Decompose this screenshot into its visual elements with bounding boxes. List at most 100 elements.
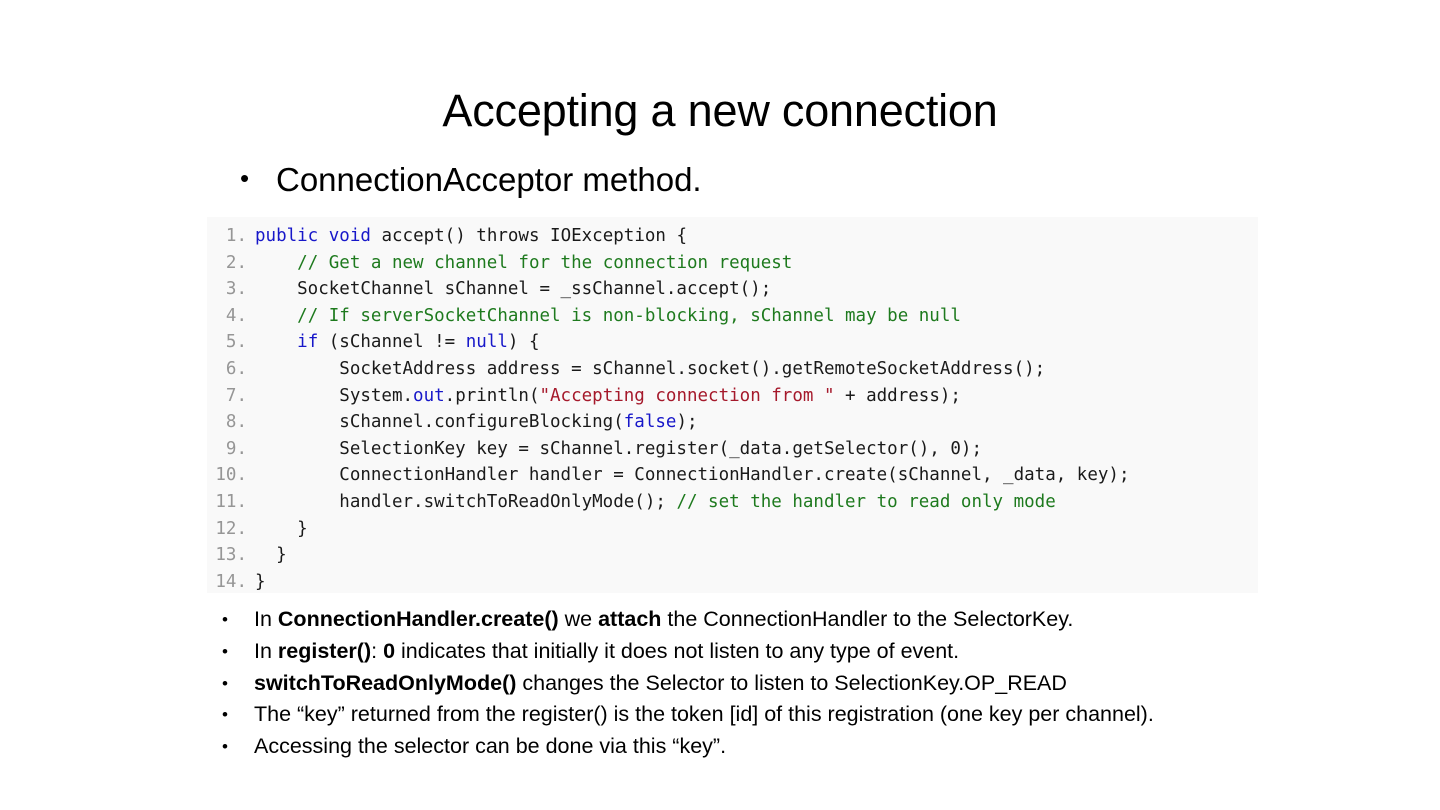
bullet-marker-icon: • xyxy=(222,673,228,693)
notes-list: • In ConnectionHandler.create() we attach… xyxy=(222,604,1232,763)
code-line-number: 12. xyxy=(215,518,247,539)
code-line-text: SocketAddress address = sChannel.socket(… xyxy=(255,356,1258,383)
lead-bullet-label: ConnectionAcceptor method. xyxy=(276,161,702,198)
code-token xyxy=(318,226,329,246)
code-line: 14.} xyxy=(207,569,1258,593)
code-token: // If serverSocketChannel is non-blockin… xyxy=(297,305,961,326)
bullet-marker-icon: • xyxy=(222,641,228,661)
code-token: SocketChannel sChannel = _ssChannel.acce… xyxy=(255,279,772,300)
code-line: 13. } xyxy=(207,542,1258,569)
list-item-label: switchToReadOnlyMode() changes the Selec… xyxy=(254,668,1232,700)
list-item-label: The “key” returned from the register() i… xyxy=(254,699,1232,731)
code-line-number: 3. xyxy=(225,279,247,300)
code-line-number: 14. xyxy=(215,571,247,592)
code-token: } xyxy=(255,545,287,566)
bullet-marker-icon: • xyxy=(222,737,228,757)
emphasis-text: ConnectionHandler.create() xyxy=(277,607,559,631)
emphasis-text: 0 xyxy=(383,638,396,663)
code-line-number: 2. xyxy=(225,252,247,273)
code-token: "Accepting connection from " xyxy=(539,385,835,406)
code-line-text: handler.switchToReadOnlyMode(); // set t… xyxy=(255,489,1258,516)
plain-text: we xyxy=(558,607,599,631)
code-line-number: 7. xyxy=(225,385,247,406)
code-line-text: sChannel.configureBlocking(false); xyxy=(255,409,1258,436)
code-token: .println( xyxy=(444,385,540,406)
list-item: • In register(): 0 indicates that initial… xyxy=(222,636,1232,668)
code-line: 9. SelectionKey key = sChannel.register(… xyxy=(207,436,1258,463)
code-token: accept() throws IOException { xyxy=(370,226,687,246)
code-line-text: // Get a new channel for the connection … xyxy=(255,250,1258,277)
list-item: • Accessing the selector can be done via … xyxy=(222,731,1232,763)
plain-text: The “key” returned from the register() i… xyxy=(254,702,1154,727)
code-token: handler.switchToReadOnlyMode(); xyxy=(255,491,677,512)
code-line-number: 9. xyxy=(225,438,247,459)
code-token: void xyxy=(328,226,371,246)
code-token: ConnectionHandler handler = ConnectionHa… xyxy=(255,465,1130,486)
code-line-number: 8. xyxy=(225,412,247,433)
code-line-number: 5. xyxy=(225,332,247,353)
code-line-text: // If serverSocketChannel is non-blockin… xyxy=(255,303,1258,330)
code-token: SocketAddress address = sChannel.socket(… xyxy=(255,358,1046,379)
code-line: 8. sChannel.configureBlocking(false); xyxy=(207,409,1258,436)
code-line: 10. ConnectionHandler handler = Connecti… xyxy=(207,462,1258,489)
code-token: public xyxy=(255,226,319,246)
code-line-text: } xyxy=(255,542,1258,569)
code-line-number: 10. xyxy=(215,465,247,486)
code-token: out xyxy=(413,385,445,406)
code-token xyxy=(255,332,297,352)
code-line: 1. public void accept() throws IOExceptio… xyxy=(207,223,1258,250)
code-line-text: SocketChannel sChannel = _ssChannel.acce… xyxy=(255,276,1258,303)
plain-text: In xyxy=(254,607,278,631)
code-block: 1. public void accept() throws IOExceptio… xyxy=(207,217,1258,593)
plain-text: : xyxy=(371,638,384,663)
code-line-number: 1. xyxy=(225,226,247,246)
code-line-text: if (sChannel != null) { xyxy=(255,329,1258,356)
code-token: sChannel.configureBlocking( xyxy=(255,412,624,433)
code-token: SelectionKey key = sChannel.register(_da… xyxy=(255,438,982,459)
page-title: Accepting a new connection xyxy=(442,85,998,137)
code-token: // set the handler to read only mode xyxy=(676,491,1056,512)
plain-text: In xyxy=(254,638,278,663)
code-token: } xyxy=(255,518,308,539)
list-item-label: In register(): 0 indicates that initiall… xyxy=(254,636,1232,668)
plain-text: Accessing the selector can be done via t… xyxy=(254,734,727,759)
code-token xyxy=(255,253,297,273)
code-token: if xyxy=(297,332,319,353)
code-line-text: ConnectionHandler handler = ConnectionHa… xyxy=(255,462,1258,489)
code-token xyxy=(255,306,297,326)
code-token: ) { xyxy=(507,332,540,353)
code-token: false xyxy=(623,412,677,433)
code-line: 11. handler.switchToReadOnlyMode(); // s… xyxy=(207,489,1258,516)
code-line: 12. } xyxy=(207,516,1258,543)
list-item-label: In ConnectionHandler.create() we attach … xyxy=(254,604,1232,636)
code-token: // Get a new channel for the connection … xyxy=(297,252,793,273)
bullet-marker-icon: • xyxy=(222,610,228,629)
code-line-text: public void accept() throws IOException … xyxy=(255,223,1258,250)
code-line-number: 4. xyxy=(225,305,247,326)
code-line-number: 6. xyxy=(225,358,247,379)
list-item: • In ConnectionHandler.create() we attach… xyxy=(222,604,1232,636)
bullet-marker-icon: • xyxy=(240,163,250,193)
code-token: } xyxy=(255,571,266,592)
code-line: 6. SocketAddress address = sChannel.sock… xyxy=(207,356,1258,383)
code-line-text: System.out.println("Accepting connection… xyxy=(255,383,1258,410)
emphasis-text: register() xyxy=(277,638,372,663)
list-item-label: Accessing the selector can be done via t… xyxy=(254,731,1232,763)
emphasis-text: switchToReadOnlyMode() xyxy=(254,670,517,695)
emphasis-text: attach xyxy=(598,607,662,631)
bullet-marker-icon: • xyxy=(222,705,228,725)
code-token: + address); xyxy=(834,385,961,406)
lead-bullet: • ConnectionAcceptor method. xyxy=(240,160,702,200)
code-line-number: 11. xyxy=(215,491,247,512)
code-line-text: } xyxy=(255,569,1258,593)
code-line-text: SelectionKey key = sChannel.register(_da… xyxy=(255,436,1258,463)
code-token: System. xyxy=(255,385,414,406)
list-item: • The “key” returned from the register() … xyxy=(222,699,1232,731)
code-line-text: } xyxy=(255,516,1258,543)
code-line: 4. // If serverSocketChannel is non-bloc… xyxy=(207,303,1258,330)
code-token: ); xyxy=(676,412,698,433)
plain-text: indicates that initially it does not lis… xyxy=(395,638,960,663)
plain-text: changes the Selector to listen to Select… xyxy=(516,670,1067,695)
code-line-number: 13. xyxy=(215,545,247,566)
